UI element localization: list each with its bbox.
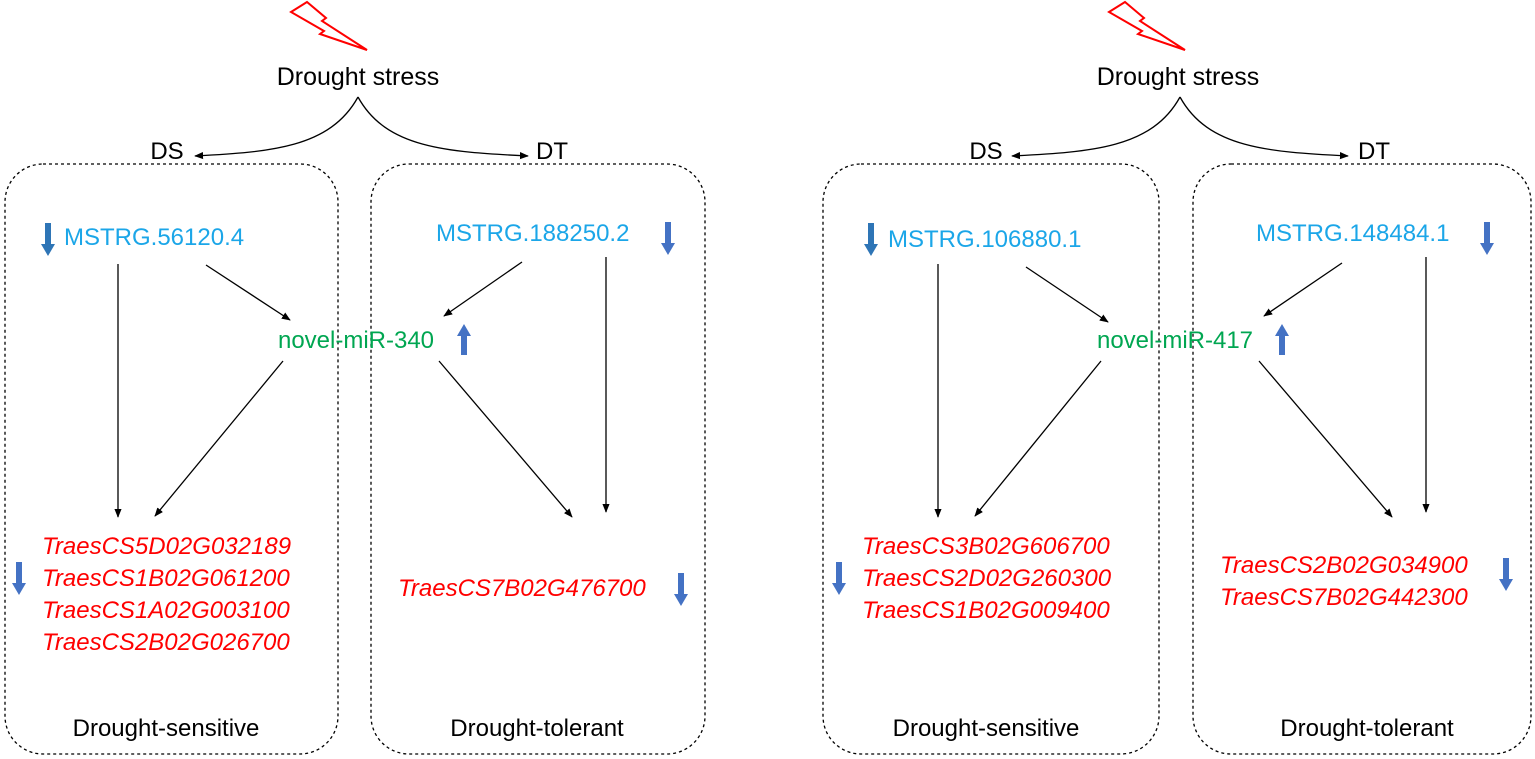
gene-list: TraesCS7B02G476700 — [398, 573, 646, 605]
stress-label: Drought stress — [276, 63, 440, 91]
lncrna-label: MSTRG.148484.1 — [1256, 220, 1450, 247]
gene-list: TraesCS3B02G606700 TraesCS2D02G260300 Tr… — [862, 531, 1111, 627]
branch-label-ds: DS — [150, 138, 184, 165]
edge-lnc-mir — [1263, 262, 1343, 317]
branch-label-dt: DT — [1358, 138, 1390, 165]
lncrna-label: MSTRG.188250.2 — [436, 220, 630, 247]
edge-mir-gene — [1258, 360, 1393, 518]
arrow-down-icon — [661, 222, 675, 255]
arrow-down-icon — [1499, 558, 1513, 591]
box-sensitive-1 — [4, 163, 339, 755]
box-tolerant-2 — [1192, 163, 1532, 755]
arrow-down-icon — [41, 223, 55, 256]
branch-arrow-ds — [1011, 96, 1181, 160]
gene-label: TraesCS2B02G026700 — [42, 629, 290, 656]
gene-label: TraesCS2D02G260300 — [862, 565, 1112, 592]
arrow-up-icon — [457, 324, 471, 355]
gene-label: TraesCS3B02G606700 — [862, 533, 1110, 560]
branch-arrow-ds — [194, 96, 359, 160]
category-label: Drought-sensitive — [72, 715, 260, 742]
gene-label: TraesCS2B02G034900 — [1220, 552, 1468, 579]
category-label: Drought-tolerant — [1280, 715, 1454, 742]
edge-lnc-mir — [443, 261, 523, 317]
edge-mir-gene — [154, 360, 284, 517]
arrow-down-icon — [864, 223, 878, 256]
lightning-icon — [289, 0, 368, 51]
panel-1 — [4, 0, 706, 755]
box-tolerant-1 — [370, 163, 706, 755]
gene-label: TraesCS5D02G032189 — [42, 533, 292, 560]
branch-arrow-dt — [357, 96, 529, 160]
mirna-label: novel-miR-340 — [277, 327, 435, 354]
gene-list: TraesCS5D02G032189 TraesCS1B02G061200 Tr… — [42, 531, 291, 659]
lncrna-label: MSTRG.56120.4 — [64, 224, 245, 251]
gene-list: TraesCS2B02G034900 TraesCS7B02G442300 — [1220, 550, 1468, 614]
panel-2 — [822, 0, 1532, 755]
lightning-icon — [1107, 0, 1186, 51]
edge-lnc-mir — [1025, 266, 1109, 323]
arrow-up-icon — [1275, 324, 1289, 355]
arrow-down-icon — [832, 562, 846, 595]
gene-label: TraesCS1A02G003100 — [42, 597, 290, 624]
category-label: Drought-sensitive — [892, 715, 1080, 742]
stress-label: Drought stress — [1096, 63, 1260, 91]
arrow-down-icon — [12, 562, 26, 595]
lncrna-label: MSTRG.106880.1 — [888, 226, 1082, 253]
gene-label: TraesCS7B02G476700 — [398, 575, 646, 602]
box-sensitive-2 — [822, 163, 1160, 755]
arrow-down-icon — [674, 573, 688, 606]
branch-label-dt: DT — [536, 138, 568, 165]
mirna-label: novel-miR-417 — [1096, 327, 1254, 354]
category-label: Drought-tolerant — [450, 715, 624, 742]
branch-arrow-dt — [1179, 96, 1349, 160]
edge-mir-gene — [438, 360, 573, 518]
edge-mir-gene — [974, 360, 1102, 517]
gene-label: TraesCS7B02G442300 — [1220, 584, 1468, 611]
arrow-down-icon — [1480, 222, 1494, 255]
edge-lnc-mir — [205, 264, 291, 321]
branch-label-ds: DS — [969, 138, 1003, 165]
gene-label: TraesCS1B02G009400 — [862, 597, 1110, 624]
gene-label: TraesCS1B02G061200 — [42, 565, 290, 592]
